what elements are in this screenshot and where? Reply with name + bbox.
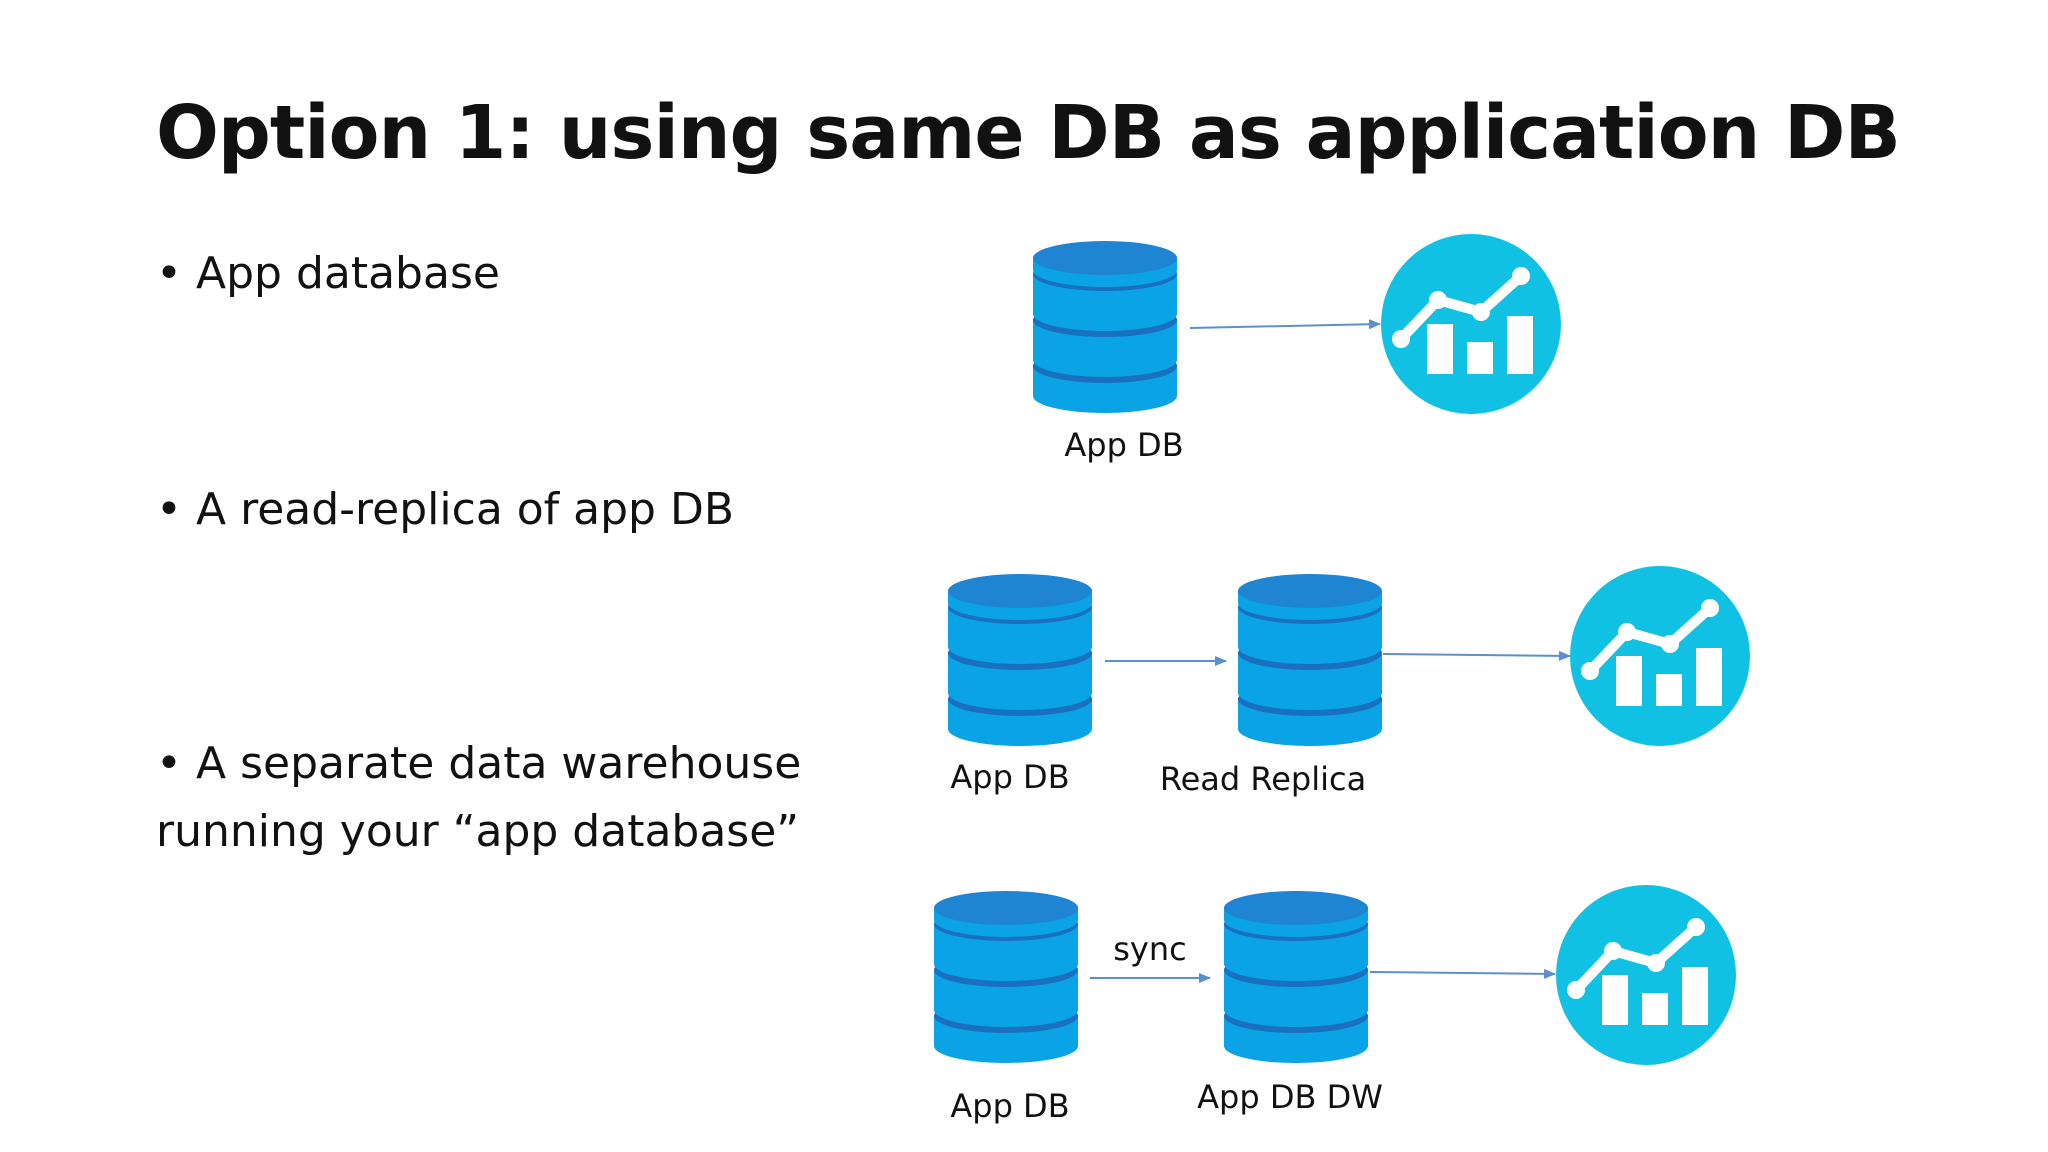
analytics-chart-icon [1381,234,1561,414]
bullet-marker: • [156,738,182,789]
app-db-database-icon [934,891,1078,1063]
app-db-label: App DB [950,758,1069,796]
app-db-dw-database-icon [1224,891,1368,1063]
row-data-warehouse: sync App DB App DB DW [934,885,1736,1125]
arrow-icon [1369,968,1556,979]
app-db-database-icon [948,574,1092,746]
read-replica-database-icon [1238,574,1382,746]
bullet-marker: • [156,484,182,535]
bullet-text-line2: running your “app database” [156,806,800,857]
arrow-icon [1189,319,1381,330]
analytics-chart-icon [1570,566,1750,746]
arrow-icon [1382,650,1571,661]
bullet-read-replica: • A read-replica of app DB [156,476,734,544]
row-app-database: App DB [1033,234,1561,464]
bullet-data-warehouse: • A separate data warehouse running your … [156,730,801,866]
app-db-label: App DB [1064,426,1183,464]
row-read-replica: App DB Read Replica [948,566,1750,798]
app-db-dw-label: App DB DW [1197,1078,1383,1116]
bullet-text: App database [196,248,500,299]
read-replica-label: Read Replica [1160,760,1366,798]
bullet-marker: • [156,248,182,299]
bullet-app-database: • App database [156,240,500,308]
app-db-database-icon [1033,241,1177,413]
analytics-chart-icon [1556,885,1736,1065]
slide-title: Option 1: using same DB as application D… [156,90,1901,176]
bullet-text: A read-replica of app DB [196,484,735,535]
sync-label: sync [1113,930,1186,968]
app-db-label: App DB [950,1087,1069,1125]
bullet-text: A separate data warehouse [196,738,802,789]
